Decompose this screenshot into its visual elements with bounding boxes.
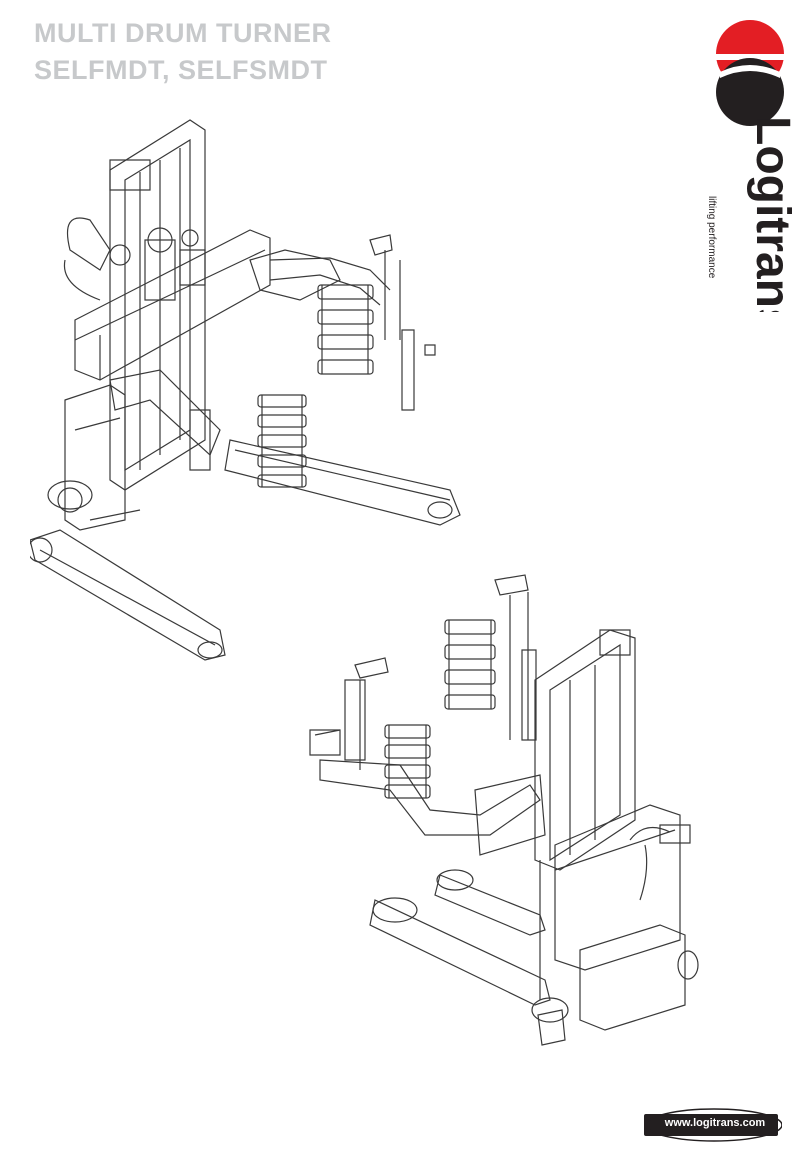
website-badge-icon xyxy=(644,1106,782,1144)
machine-drawing-rear xyxy=(300,570,710,1070)
document-title-line-2: SELFMDT, SELFSMDT xyxy=(34,55,328,85)
document-title-line-1: MULTI DRUM TURNER xyxy=(34,18,332,48)
brand-tagline: lifting performance xyxy=(706,196,717,279)
brand-name: Logitrans xyxy=(746,116,797,312)
website-url[interactable]: www.logitrans.com xyxy=(664,1117,766,1129)
logitrans-wordmark: Logitrans lifting performance xyxy=(706,116,797,312)
machine-drawing-front xyxy=(30,110,500,680)
logitrans-logo-icon xyxy=(714,20,786,126)
